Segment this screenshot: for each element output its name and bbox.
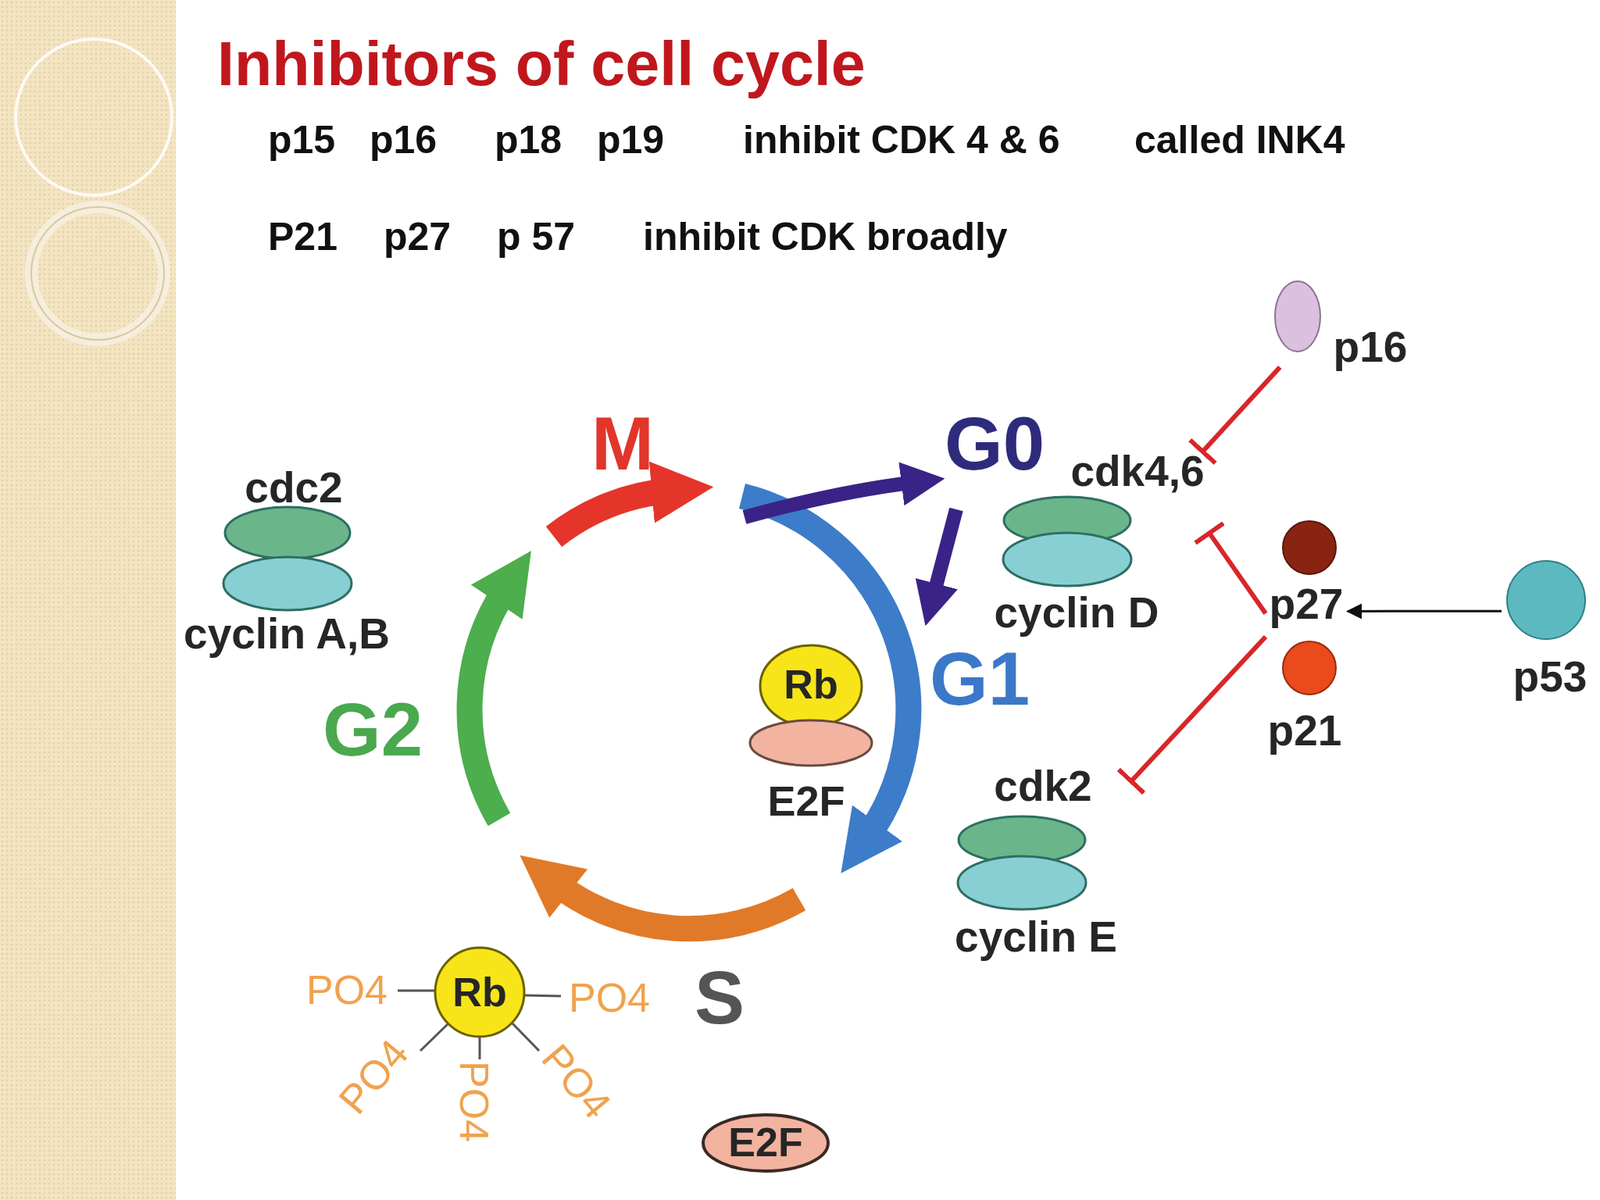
phase-label: G0 — [944, 406, 1045, 482]
protein-shape — [435, 947, 525, 1037]
protein-shape — [1003, 532, 1132, 586]
protein-label: E2F — [767, 779, 845, 822]
protein-label: p53 — [1513, 655, 1588, 699]
inhibitor-protein: p16 — [1269, 273, 1418, 368]
cdk-cyclin-complex: cdk2 cyclin E — [943, 765, 1132, 961]
phosphate-bond — [512, 1023, 540, 1051]
inhibition-line — [1131, 636, 1266, 782]
phosphate-label: PO4 — [306, 969, 388, 1011]
protein-shape — [1275, 281, 1321, 352]
phase-arrow — [553, 490, 671, 537]
protein-shape — [1507, 560, 1586, 640]
side-strip — [0, 0, 176, 1200]
tumor-suppressor: p53 — [1501, 556, 1596, 701]
inhibitor-name: P21 — [267, 217, 338, 257]
phosphate-label: PO4 — [535, 1036, 619, 1125]
protein-shape — [750, 720, 872, 766]
protein-label: cyclin D — [994, 591, 1160, 635]
protein-label: cdk2 — [993, 764, 1092, 808]
inhibitor-name: p18 — [494, 120, 562, 160]
inhibitor-protein: p27 — [1265, 517, 1348, 627]
cdk-cyclin-complex: cdc2 cyclin A,B — [173, 460, 402, 657]
rb-e2f-complex: RbE2F — [742, 639, 883, 823]
inhibitor-note: inhibit CDK 4 & 6 — [742, 120, 1061, 160]
protein-label: Rb — [783, 664, 838, 705]
deco-ring — [15, 39, 172, 196]
protein-shape — [957, 856, 1086, 910]
protein-shape — [225, 507, 350, 559]
protein-shape — [703, 1114, 829, 1172]
phosphate-label: PO4 — [568, 977, 650, 1018]
phosphate-label: PO4 — [332, 1032, 416, 1121]
protein-label: p27 — [1269, 582, 1344, 626]
inhibition-line — [1202, 367, 1280, 452]
phosphate-label: PO4 — [453, 1060, 495, 1143]
activation-arrow — [1347, 610, 1502, 613]
phosphate-bond — [420, 1023, 449, 1051]
inhibitor-name: p15 — [267, 120, 336, 160]
phosphate-bond — [397, 989, 436, 993]
inhibitor-name: p27 — [383, 217, 451, 257]
protein-label: E2F — [728, 1121, 803, 1163]
slide-title: Inhibitors of cell cycle — [217, 32, 866, 95]
deco-ring — [31, 207, 165, 340]
inhibitor-name: p16 — [369, 120, 437, 160]
protein-label: p21 — [1267, 709, 1343, 753]
protein-shape — [223, 557, 352, 611]
free-e2f: E2F — [700, 1112, 831, 1174]
protein-label: p16 — [1333, 325, 1408, 369]
phospho-rb: Rb — [433, 946, 526, 1039]
inhibitor-name: p 57 — [496, 217, 575, 257]
protein-shape — [1282, 521, 1336, 575]
phase-label: G2 — [322, 692, 423, 768]
phase-label: S — [694, 960, 745, 1036]
phase-arrow — [469, 586, 508, 820]
phase-arrow — [742, 496, 909, 839]
quiescence-arrow — [744, 482, 911, 518]
phase-arrow — [553, 882, 800, 929]
phosphate-bond — [478, 1036, 482, 1060]
deco-ring — [31, 207, 165, 340]
protein-label: cdc2 — [244, 466, 343, 510]
phase-label: G1 — [929, 641, 1030, 717]
protein-shape — [1282, 641, 1336, 695]
inhibition-line — [1209, 532, 1266, 614]
inhibitor-note: inhibit CDK broadly — [642, 217, 1008, 257]
protein-label: cdk4,6 — [1070, 450, 1204, 493]
protein-label: cyclin E — [954, 915, 1118, 959]
inhibitor-name: p19 — [596, 120, 665, 160]
phosphate-bond — [524, 995, 561, 997]
inhibitor-protein: p21 — [1265, 636, 1348, 754]
phase-label: M — [591, 406, 654, 482]
protein-label: cyclin A,B — [183, 612, 390, 656]
protein-shape — [760, 645, 862, 727]
protein-label: Rb — [452, 971, 507, 1013]
family-note: called INK4 — [1134, 120, 1346, 160]
quiescence-arrow — [934, 509, 957, 593]
